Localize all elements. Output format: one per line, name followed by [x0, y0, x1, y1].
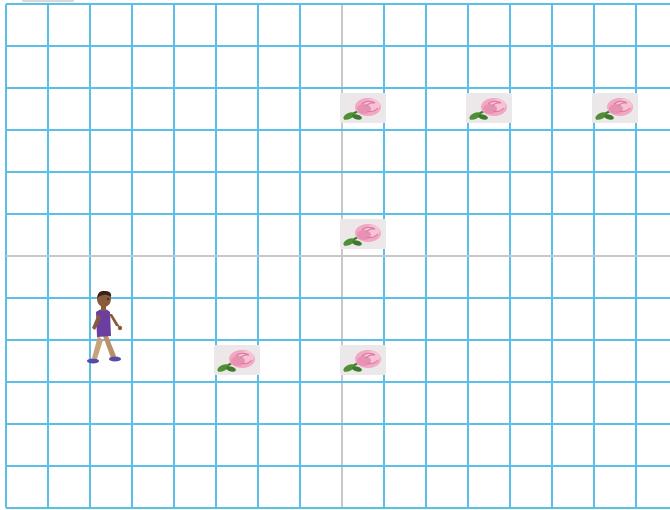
- top-edge-mark: [22, 0, 74, 2]
- rose-icon: [340, 93, 386, 123]
- rose-icon: [592, 93, 638, 123]
- rose-icon: [340, 219, 386, 249]
- walking-boy-icon: [87, 291, 122, 364]
- rose-icon: [466, 93, 512, 123]
- grid-lines: [6, 0, 670, 508]
- character-layer: [87, 291, 122, 364]
- rose-icon: [214, 345, 260, 375]
- rose-icon: [340, 345, 386, 375]
